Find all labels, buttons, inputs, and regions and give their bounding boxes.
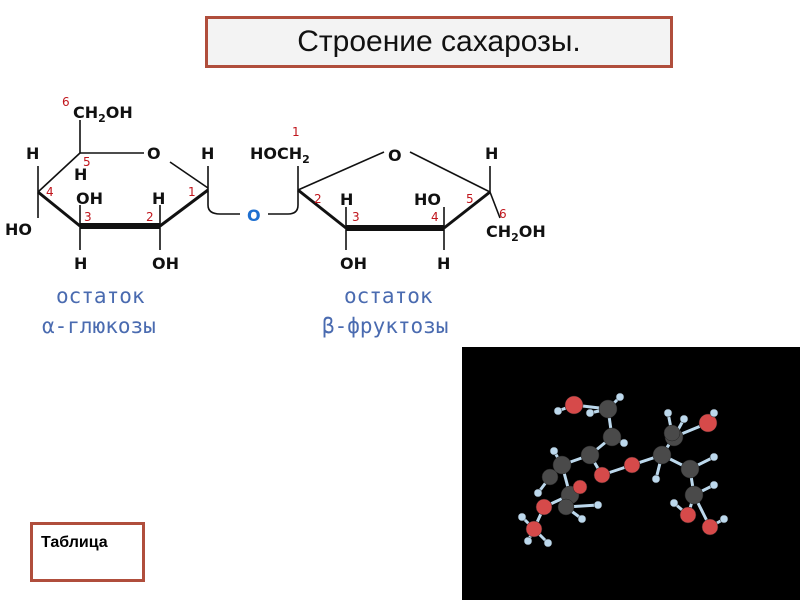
glucose-carbon-number-1: 1	[188, 185, 196, 199]
glucose-c6-ch2oh: CH2OH	[73, 103, 133, 125]
fructose-carbon-number-2: 2	[314, 192, 322, 206]
model-atom	[564, 395, 584, 415]
table-button[interactable]: Таблица	[30, 522, 145, 582]
model-atom	[709, 452, 719, 462]
glucose-h-c2: H	[152, 189, 165, 208]
model-atom	[698, 413, 718, 433]
fructose-bond-c2-c3	[297, 188, 347, 230]
model-atom	[684, 485, 704, 505]
model-atom	[652, 445, 672, 465]
glucose-ring-oxygen: O	[147, 144, 161, 163]
model-atom	[585, 408, 595, 418]
fructose-bond-c5-c6	[489, 191, 501, 219]
model-atom	[572, 479, 588, 495]
fructose-carbon-number-6: 6	[499, 207, 507, 221]
model-atom	[593, 500, 603, 510]
model-atom	[651, 474, 661, 484]
glucose-bond-c2-c1	[159, 188, 209, 228]
glucose-carbon-number-2: 2	[146, 210, 154, 224]
model-atom	[615, 392, 625, 402]
fructose-caption-line2: β-фруктозы	[322, 314, 448, 338]
slide-title: Строение сахарозы.	[205, 16, 673, 68]
model-atom	[552, 455, 572, 475]
sucrose-3d-model	[462, 347, 800, 600]
fructose-carbon-number-1: 1	[292, 125, 300, 139]
model-atom	[543, 538, 553, 548]
model-atom	[577, 514, 587, 524]
fructose-carbon-number-5: 5	[466, 192, 474, 206]
fructose-oh-c3-down: OH	[340, 254, 367, 273]
model-atom	[535, 498, 553, 516]
model-atom	[709, 408, 719, 418]
model-atom	[701, 518, 719, 536]
ball-and-stick-model	[517, 392, 729, 548]
glucose-oh-c4: HO	[5, 220, 32, 239]
glucose-caption-line1: остаток	[56, 284, 145, 308]
glossy-bond-c1-bridge	[207, 190, 240, 215]
fructose-carbon-number-3: 3	[352, 210, 360, 224]
glucose-carbon-number-3: 3	[84, 210, 92, 224]
model-atom	[623, 456, 641, 474]
model-atom	[602, 427, 622, 447]
fructose-c1-hoch2: HOCH2	[250, 144, 310, 166]
glucose-bond-c4-c3	[37, 190, 81, 228]
model-atom	[549, 446, 559, 456]
model-atom	[593, 466, 611, 484]
model-atom	[553, 406, 563, 416]
model-atom	[525, 520, 543, 538]
glucose-oh-c3: OH	[76, 189, 103, 208]
model-atom	[517, 512, 527, 522]
fructose-oh-c4: HO	[414, 190, 441, 209]
glucose-bond-c5-c4	[37, 152, 81, 193]
model-atom	[533, 488, 543, 498]
fructose-c6-ch2oh: CH2OH	[486, 222, 546, 244]
fructose-ring	[268, 151, 501, 250]
model-atom	[580, 445, 600, 465]
fructose-h-c3: H	[340, 190, 353, 209]
fructose-bond-c4-c5	[443, 190, 491, 230]
fructose-h-c5: H	[485, 144, 498, 163]
model-atom	[619, 438, 629, 448]
glucose-carbon-number-4: 4	[46, 185, 54, 199]
fructose-bond-c2-o	[297, 151, 385, 191]
model-atom	[680, 459, 700, 479]
glucose-caption-line2: α-глюкозы	[42, 314, 156, 338]
fructose-ring-oxygen: O	[388, 146, 402, 165]
fructose-bond-o-c5	[409, 151, 491, 193]
glucose-bond-o-c1	[169, 161, 209, 189]
glucose-h-c5: H	[74, 165, 87, 184]
fructose-carbon-number-4: 4	[431, 210, 439, 224]
model-atom	[523, 536, 533, 546]
glucose-h-c4-top: H	[26, 144, 39, 163]
glucose-carbon-number-6: 6	[62, 95, 70, 109]
model-atom	[598, 399, 618, 419]
fructose-h-c4-down: H	[437, 254, 450, 273]
model-atom	[679, 414, 689, 424]
model-atom	[663, 424, 681, 442]
sucrose-structural-formula: CH2OH 6 O H H H 5 4 HO OH 3 H 2 1 H OH O…	[5, 95, 546, 338]
glucose-oh-c2-down: OH	[152, 254, 179, 273]
glucose-h-c1: H	[201, 144, 214, 163]
glucose-ring	[37, 120, 240, 250]
model-atom	[541, 468, 559, 486]
glycosidic-oxygen: O	[247, 206, 261, 225]
fructose-bond-bridge-c2	[268, 190, 299, 215]
model-atom	[719, 514, 729, 524]
model-atom	[709, 480, 719, 490]
model-atom	[557, 498, 575, 516]
glucose-h-c3-down: H	[74, 254, 87, 273]
model-atom	[679, 506, 697, 524]
fructose-caption-line1: остаток	[344, 284, 433, 308]
model-atom	[663, 408, 673, 418]
glucose-carbon-number-5: 5	[83, 155, 91, 169]
model-atom	[669, 498, 679, 508]
